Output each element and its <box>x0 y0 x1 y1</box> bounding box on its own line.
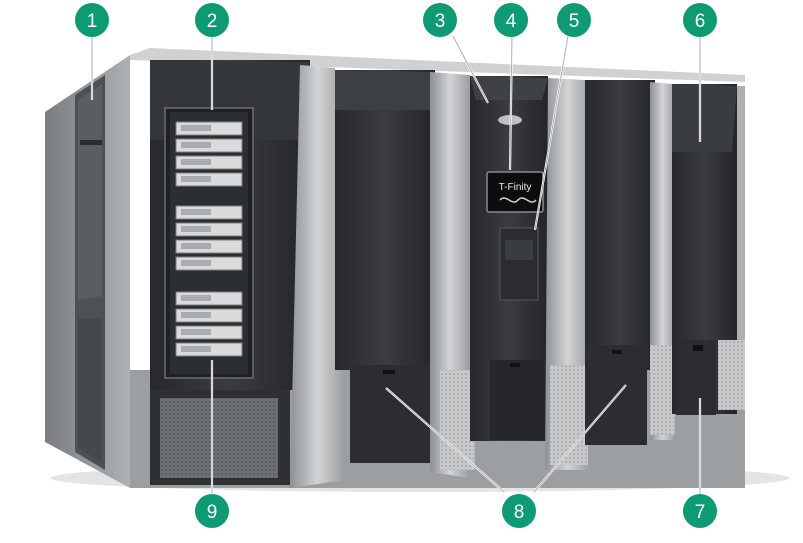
callout-label: 4 <box>506 11 517 32</box>
callout-label: 9 <box>207 502 218 523</box>
t-finity-display: T-Finity <box>486 171 544 213</box>
callout-label: 3 <box>435 11 446 32</box>
roof-edge <box>130 48 745 82</box>
cartridge-label-strip <box>181 243 211 249</box>
leader-lines-outline <box>91 35 701 495</box>
callout-label: 6 <box>695 11 706 32</box>
callout-marker <box>195 494 229 528</box>
cartridge-label-strip <box>181 159 211 165</box>
callout-8: 8 <box>502 494 536 528</box>
cartridge-slots <box>175 121 243 357</box>
cartridge-label-strip <box>181 142 211 148</box>
callout-label: 5 <box>569 11 580 32</box>
callout-5: 5 <box>557 3 591 37</box>
cartridge-label-strip <box>181 312 211 318</box>
cartridge-label-strip <box>181 226 211 232</box>
callout-marker <box>75 3 109 37</box>
callout-9: 9 <box>195 494 229 528</box>
leader-lines <box>90 35 702 495</box>
cartridge-label-strip <box>181 346 211 352</box>
callout-7: 7 <box>683 494 717 528</box>
callout-2: 2 <box>195 3 229 37</box>
callout-marker <box>683 3 717 37</box>
callout-label: 8 <box>514 502 525 523</box>
callout-marker <box>557 3 591 37</box>
callout-marker <box>683 494 717 528</box>
cartridge-label-strip <box>181 176 211 182</box>
callout-marker <box>502 494 536 528</box>
callout-label: 1 <box>87 11 98 32</box>
callout-label: 7 <box>695 502 706 523</box>
left-side-wall <box>45 55 130 488</box>
callout-6: 6 <box>683 3 717 37</box>
callout-4: 4 <box>494 3 528 37</box>
callout-label: 2 <box>207 11 218 32</box>
product-badge-text: T-Finity <box>499 182 532 193</box>
cartridge-label-strip <box>181 209 211 215</box>
callout-1: 1 <box>75 3 109 37</box>
callout-marker <box>494 3 528 37</box>
callout-3: 3 <box>423 3 457 37</box>
callout-marker <box>195 3 229 37</box>
cartridge-label-strip <box>181 260 211 266</box>
cartridge-label-strip <box>181 329 211 335</box>
cartridge-label-strip <box>181 295 211 301</box>
callout-marker <box>423 3 457 37</box>
cartridge-label-strip <box>181 125 211 131</box>
tape-window <box>164 107 254 379</box>
